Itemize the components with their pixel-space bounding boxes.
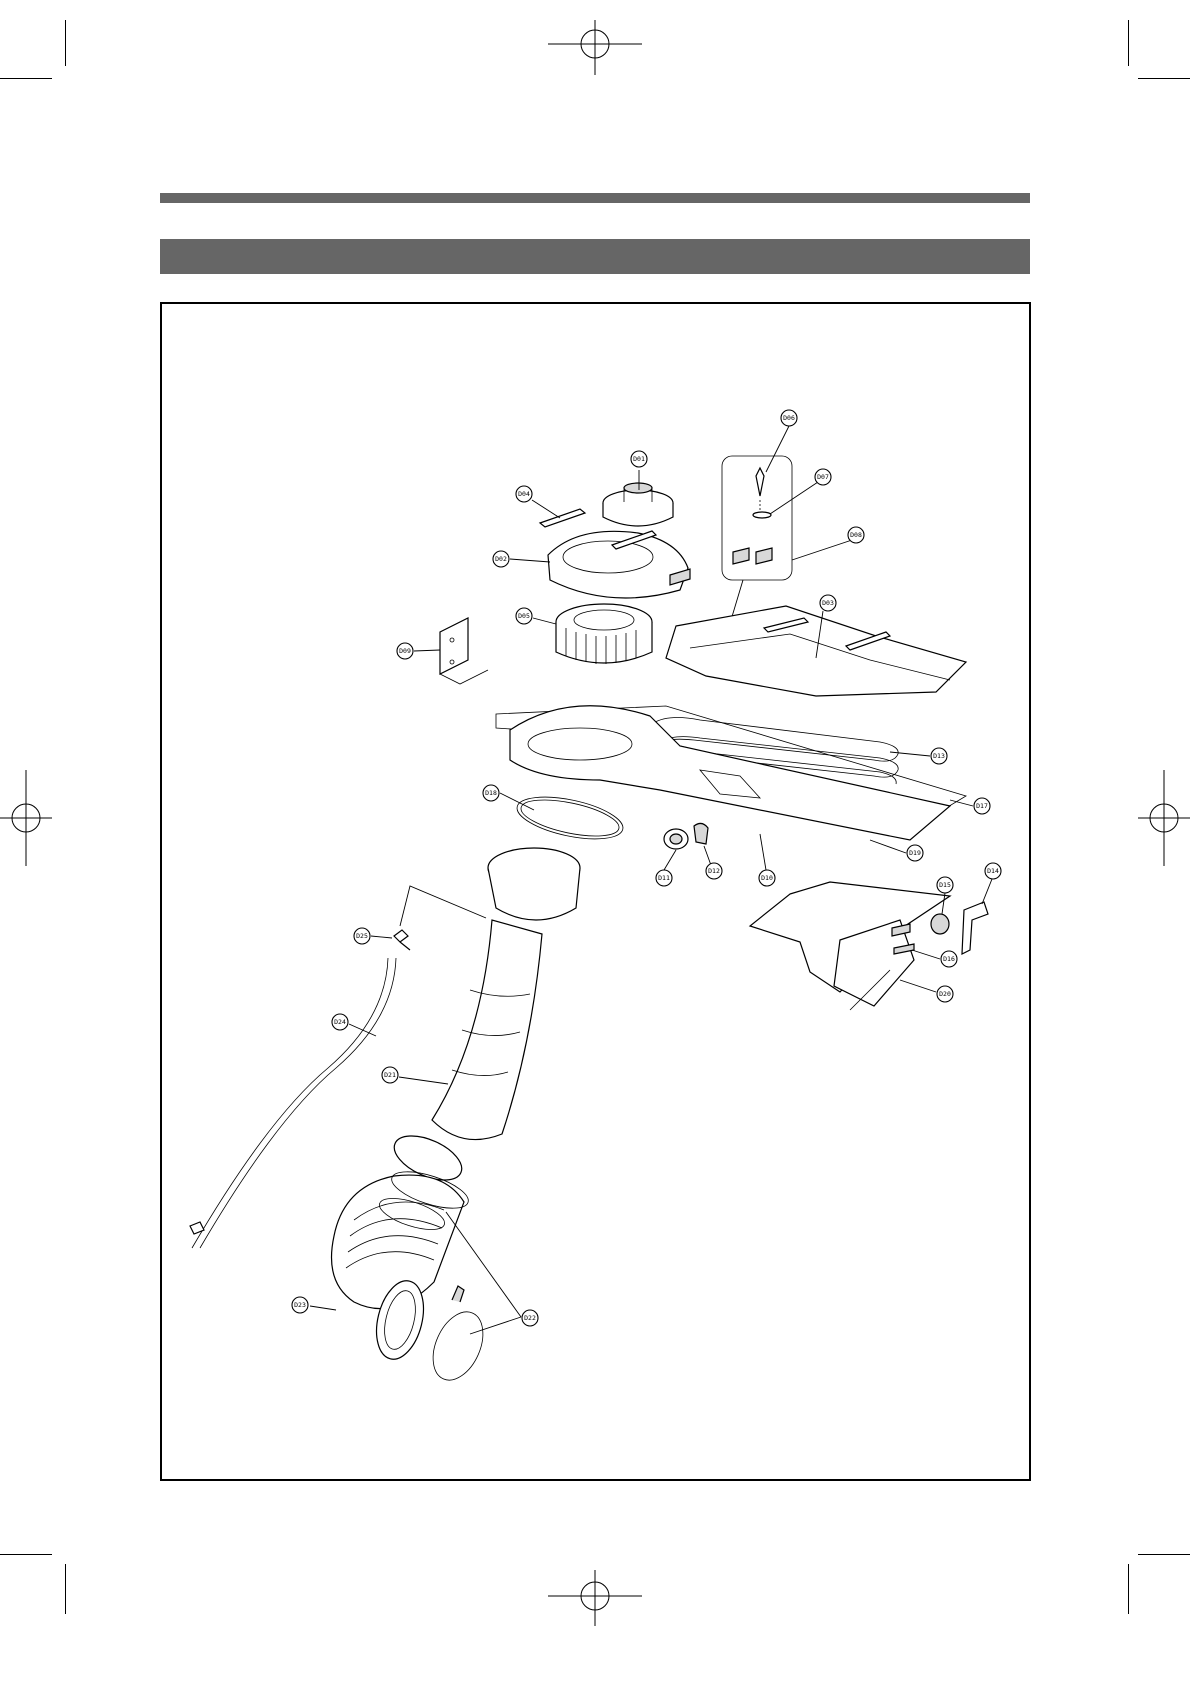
part-d11-bushing bbox=[664, 829, 688, 849]
callout-d15: D15 bbox=[937, 877, 953, 893]
svg-text:D17: D17 bbox=[976, 802, 988, 810]
svg-text:D12: D12 bbox=[708, 867, 720, 875]
part-d23-bellows bbox=[332, 1175, 465, 1364]
svg-text:D01: D01 bbox=[633, 455, 645, 463]
svg-text:D05: D05 bbox=[518, 612, 530, 620]
svg-text:D16: D16 bbox=[943, 955, 955, 963]
svg-text:D15: D15 bbox=[939, 881, 951, 889]
svg-text:D14: D14 bbox=[987, 867, 999, 875]
svg-text:D07: D07 bbox=[817, 473, 829, 481]
callout-d21: D21 bbox=[382, 1067, 398, 1083]
callout-d08: D08 bbox=[848, 527, 864, 543]
callout-d23: D23 bbox=[292, 1297, 308, 1313]
part-d01-motor-cover bbox=[603, 483, 673, 526]
part-d18-seal bbox=[513, 789, 626, 847]
svg-text:D25: D25 bbox=[356, 932, 368, 940]
callout-d24: D24 bbox=[332, 1014, 348, 1030]
callout-d10: D10 bbox=[759, 870, 775, 886]
callout-d11: D11 bbox=[656, 870, 672, 886]
callout-d18: D18 bbox=[483, 785, 499, 801]
callout-d25: D25 bbox=[354, 928, 370, 944]
callout-d02: D02 bbox=[493, 551, 509, 567]
svg-text:D04: D04 bbox=[518, 490, 530, 498]
svg-text:D24: D24 bbox=[334, 1018, 346, 1026]
part-d20-lower-duct bbox=[750, 882, 950, 1010]
svg-text:D11: D11 bbox=[658, 874, 670, 882]
callout-d16: D16 bbox=[941, 951, 957, 967]
part-d02-fan-housing bbox=[548, 531, 690, 598]
part-d25-screw bbox=[394, 930, 410, 950]
part-d09-bracket bbox=[440, 618, 488, 684]
callout-d19: D19 bbox=[907, 845, 923, 861]
part-d04-strap bbox=[540, 509, 585, 527]
callout-d09: D09 bbox=[397, 643, 413, 659]
callout-d13: D13 bbox=[931, 748, 947, 764]
part-d03-duct-cover bbox=[666, 606, 966, 696]
svg-text:D21: D21 bbox=[384, 1071, 396, 1079]
svg-text:D09: D09 bbox=[399, 647, 411, 655]
callout-d06: D06 bbox=[781, 410, 797, 426]
callout-d05: D05 bbox=[516, 608, 532, 624]
callout-d14: D14 bbox=[985, 863, 1001, 879]
part-d15-knob bbox=[931, 914, 949, 934]
svg-text:D10: D10 bbox=[761, 874, 773, 882]
part-d14-clip bbox=[962, 902, 988, 954]
svg-text:D08: D08 bbox=[850, 531, 862, 539]
callout-d03: D03 bbox=[820, 595, 836, 611]
svg-text:D13: D13 bbox=[933, 752, 945, 760]
callout-d04: D04 bbox=[516, 486, 532, 502]
callout-d07: D07 bbox=[815, 469, 831, 485]
part-d12-sensor bbox=[694, 823, 708, 844]
callout-d12: D12 bbox=[706, 863, 722, 879]
svg-text:D20: D20 bbox=[939, 990, 951, 998]
svg-text:D22: D22 bbox=[524, 1314, 536, 1322]
svg-text:D06: D06 bbox=[783, 414, 795, 422]
part-d21-flex-hose bbox=[388, 848, 580, 1189]
callout-d22: D22 bbox=[522, 1310, 538, 1326]
svg-text:D18: D18 bbox=[485, 789, 497, 797]
svg-text:D03: D03 bbox=[822, 599, 834, 607]
svg-text:D19: D19 bbox=[909, 849, 921, 857]
svg-text:D02: D02 bbox=[495, 555, 507, 563]
callout-d17: D17 bbox=[974, 798, 990, 814]
svg-text:D23: D23 bbox=[294, 1301, 306, 1309]
callout-d20: D20 bbox=[937, 986, 953, 1002]
detail-inset bbox=[722, 456, 792, 630]
callout-d01: D01 bbox=[631, 451, 647, 467]
part-d05-impeller bbox=[556, 604, 652, 664]
